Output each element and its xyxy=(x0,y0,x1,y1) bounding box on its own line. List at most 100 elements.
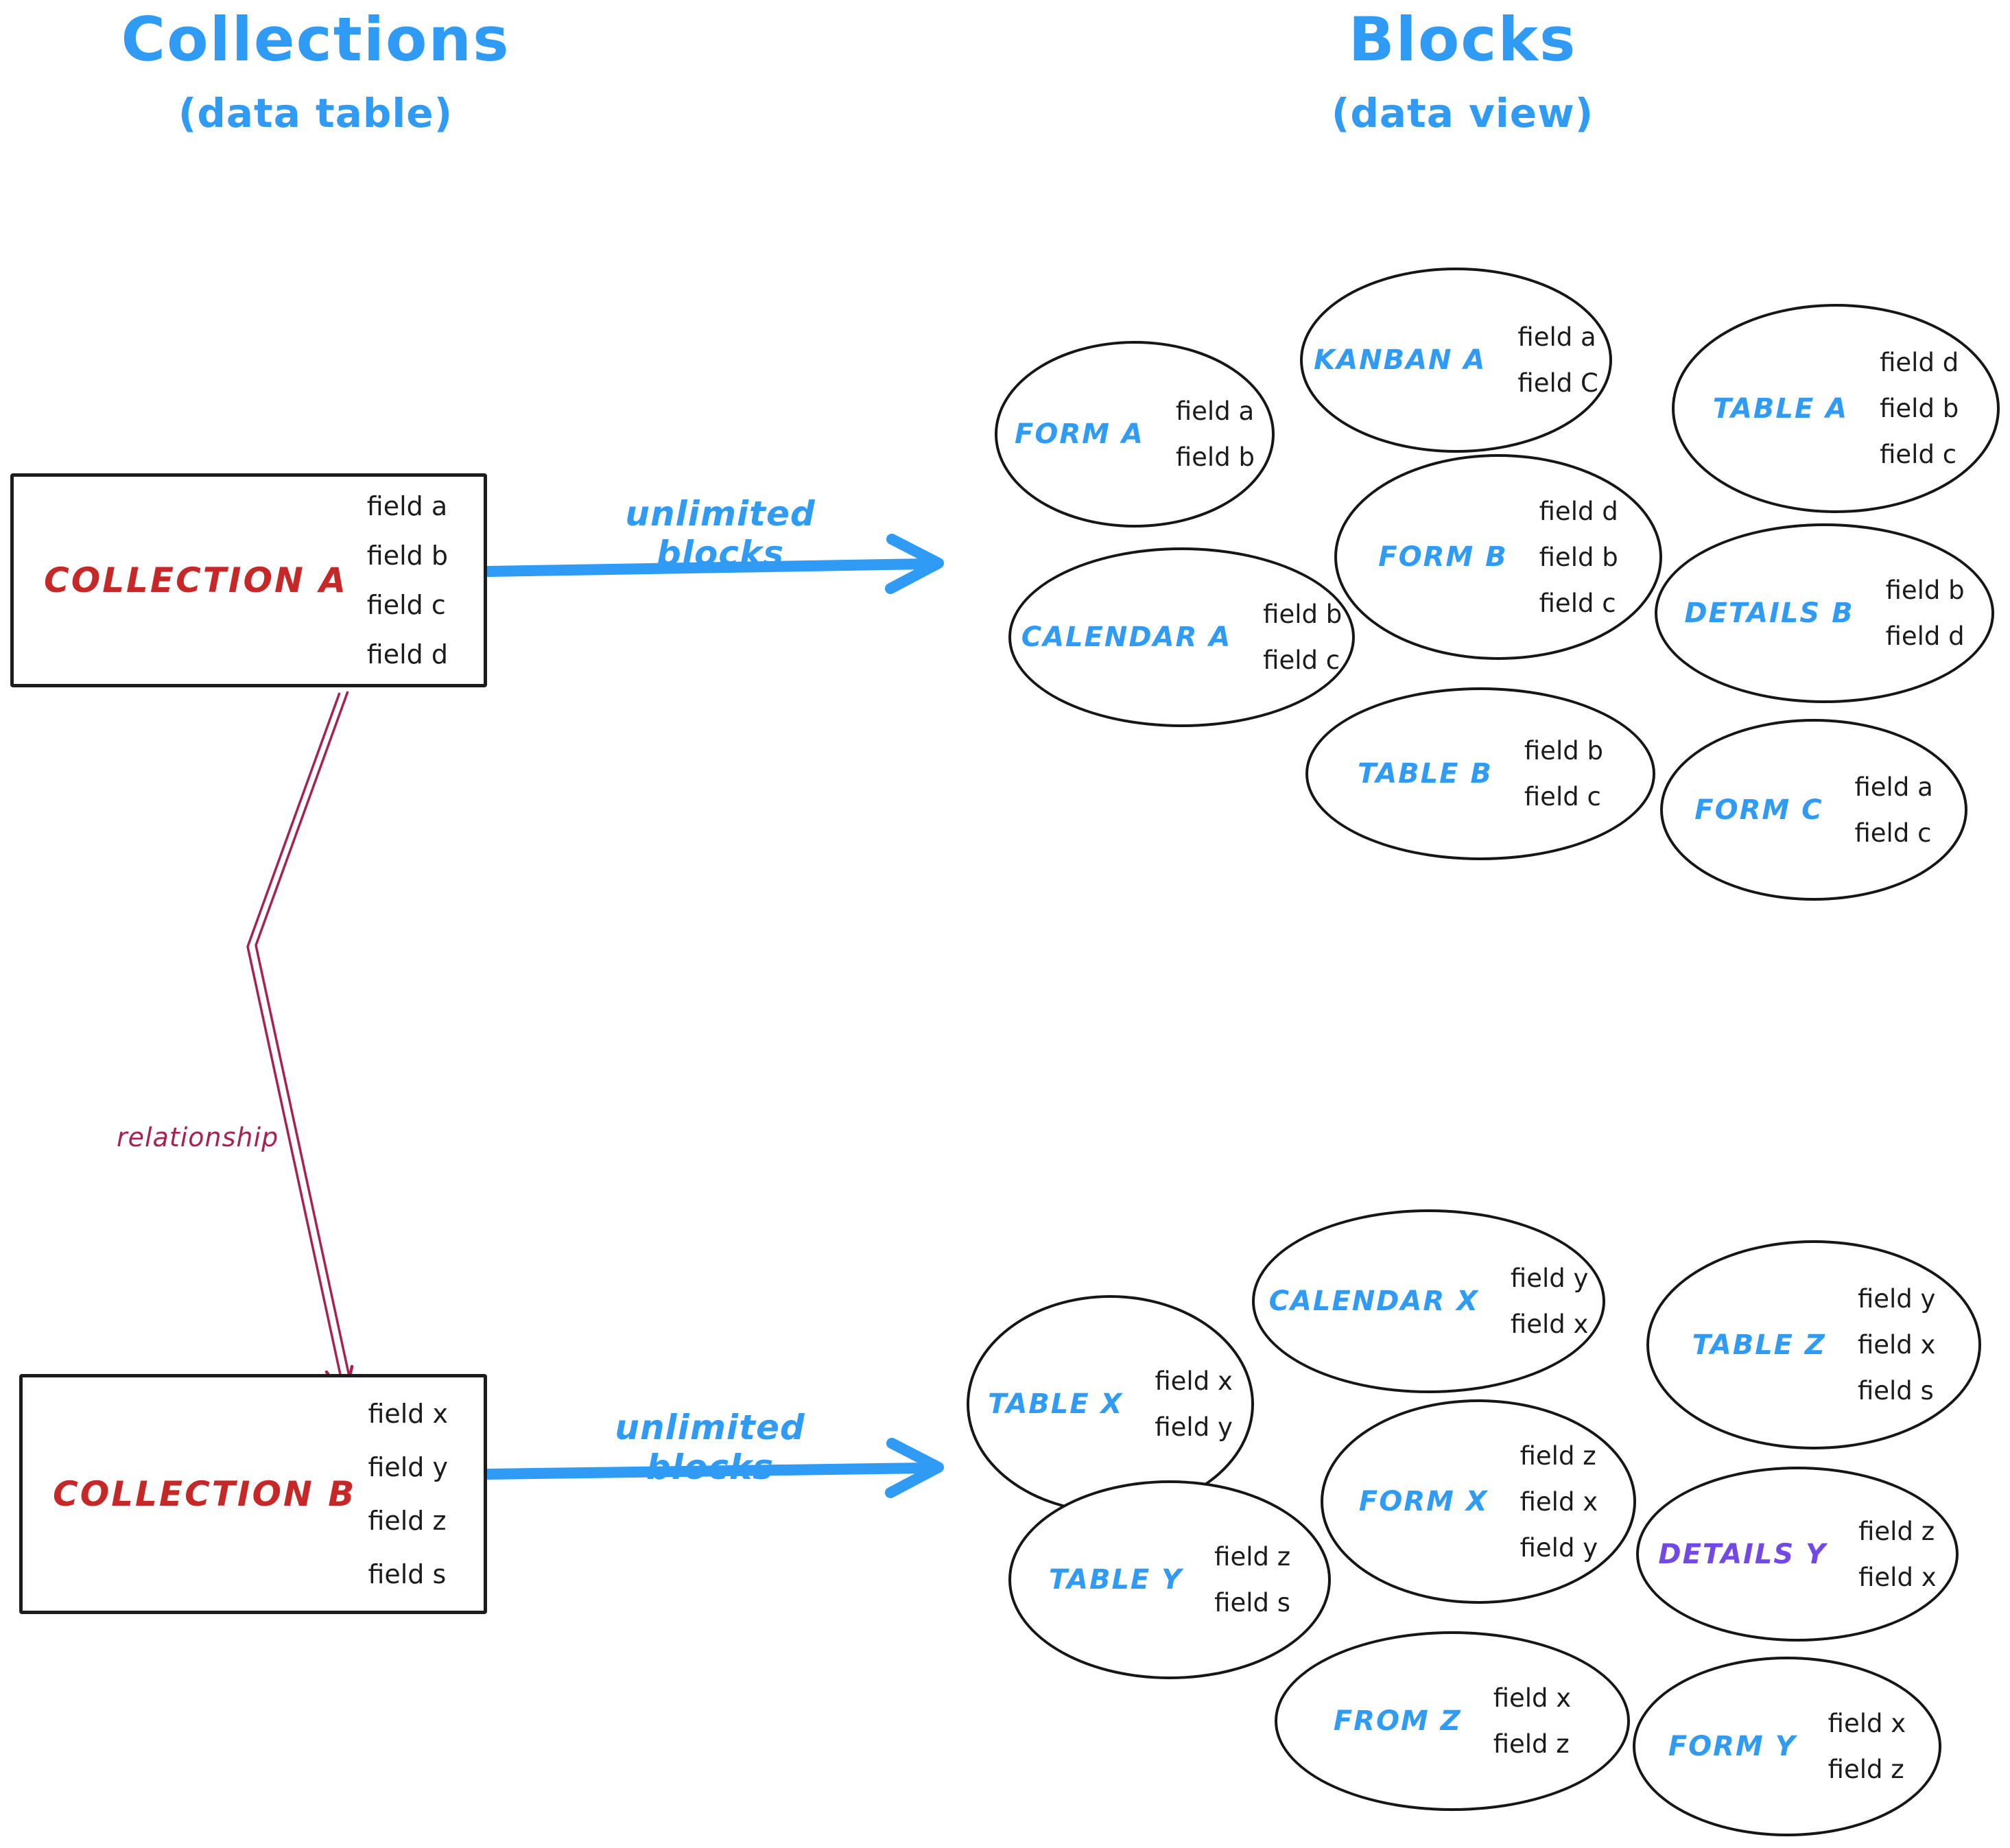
block-calendar-a: CALENDAR A field b field c xyxy=(1008,547,1355,727)
block-form-y: FORM Y field x field z xyxy=(1633,1657,1941,1836)
block-label: FORM Y xyxy=(1668,1731,1797,1762)
collection-b-box: COLLECTION B field x field y field z fie… xyxy=(19,1374,487,1614)
block-label: DETAILS Y xyxy=(1658,1538,1828,1570)
block-form-a: FORM A field a field b xyxy=(995,341,1275,528)
collection-b-name: COLLECTION B xyxy=(53,1474,357,1514)
relationship-label: relationship xyxy=(117,1122,279,1152)
block-field: field x xyxy=(1510,1310,1589,1339)
block-label: FORM B xyxy=(1378,541,1508,573)
block-field: field b xyxy=(1263,600,1343,629)
block-fields: field x field z xyxy=(1828,1711,1906,1782)
blocks-title: Blocks xyxy=(1348,4,1577,75)
block-field: field s xyxy=(1214,1588,1291,1618)
block-label: TABLE A xyxy=(1712,392,1849,425)
block-form-b: FORM B field d field b field c xyxy=(1334,454,1662,660)
block-calendar-x: CALENDAR X field y field x xyxy=(1252,1209,1605,1393)
block-label: KANBAN A xyxy=(1314,344,1487,376)
block-field: field c xyxy=(1854,818,1932,848)
block-fields: field z field x xyxy=(1858,1519,1937,1590)
block-from-z: FROM Z field x field z xyxy=(1275,1631,1630,1811)
block-table-b: TABLE B field b field c xyxy=(1305,687,1655,860)
block-fields: field y field x field s xyxy=(1858,1286,1936,1403)
block-fields: field x field y xyxy=(1155,1369,1233,1440)
blocks-subtitle: (data view) xyxy=(1331,90,1594,137)
block-label: TABLE Y xyxy=(1048,1564,1183,1596)
block-fields: field d field b field c xyxy=(1539,499,1618,616)
block-fields: field b field d xyxy=(1886,578,1965,649)
block-fields: field a field c xyxy=(1854,774,1932,846)
block-field: field b xyxy=(1539,542,1618,572)
block-fields: field y field x xyxy=(1511,1266,1589,1337)
left-column-title: Collections (data table) xyxy=(62,4,569,137)
block-details-y: DETAILS Y field z field x xyxy=(1636,1467,1959,1642)
block-field: field c xyxy=(1263,645,1340,675)
block-table-z: TABLE Z field y field x field s xyxy=(1646,1240,1981,1449)
collection-a-name: COLLECTION A xyxy=(44,560,348,600)
block-label: CALENDAR X xyxy=(1268,1286,1479,1317)
block-fields: field a field b xyxy=(1176,399,1255,470)
block-field: field x xyxy=(1493,1683,1572,1713)
collection-field: field y xyxy=(368,1452,448,1482)
block-label: CALENDAR A xyxy=(1021,621,1232,653)
block-label: FORM C xyxy=(1694,794,1823,826)
block-fields: field z field s xyxy=(1214,1544,1290,1615)
block-label: FORM A xyxy=(1015,418,1144,450)
arrow-relationship-line1 xyxy=(246,692,346,1397)
right-column-title: Blocks (data view) xyxy=(1209,4,1716,137)
arrow-relationship-line2 xyxy=(255,691,355,1396)
block-table-x: TABLE X field x field y xyxy=(967,1295,1254,1513)
block-field: field y xyxy=(1155,1412,1233,1442)
collection-field: field c xyxy=(366,590,446,620)
block-field: field x xyxy=(1857,1330,1936,1360)
block-field: field z xyxy=(1214,1542,1291,1572)
block-fields: field x field z xyxy=(1493,1685,1572,1757)
block-field: field a xyxy=(1517,322,1596,352)
block-form-x: FORM X field z field x field y xyxy=(1321,1399,1636,1604)
collections-subtitle: (data table) xyxy=(178,90,453,137)
block-fields: field b field c xyxy=(1263,602,1342,673)
block-field: field z xyxy=(1828,1755,1904,1784)
arrow-unlimited-bottom-head xyxy=(885,1438,944,1498)
block-kanban-a: KANBAN A field a field C xyxy=(1300,268,1612,453)
block-field: field C xyxy=(1517,368,1598,398)
collection-a-fields: field a field b field c field d xyxy=(367,493,448,667)
collection-b-fields: field x field y field z field s xyxy=(368,1401,448,1587)
block-field: field a xyxy=(1854,772,1933,802)
block-field: field c xyxy=(1539,588,1616,618)
block-field: field y xyxy=(1520,1532,1598,1563)
block-label: TABLE B xyxy=(1358,758,1493,790)
collection-field: field z xyxy=(368,1506,447,1536)
collection-field: field x xyxy=(368,1399,448,1429)
block-label: FORM X xyxy=(1358,1486,1489,1517)
block-label: TABLE Z xyxy=(1692,1329,1826,1361)
block-field: field x xyxy=(1155,1366,1233,1396)
block-field: field c xyxy=(1524,782,1601,812)
block-field: field z xyxy=(1493,1729,1570,1759)
block-field: field x xyxy=(1520,1486,1598,1517)
collection-field: field d xyxy=(366,639,448,670)
block-label: FROM Z xyxy=(1333,1705,1462,1737)
block-label: DETAILS B xyxy=(1684,597,1854,629)
block-table-y: TABLE Y field z field s xyxy=(1008,1480,1331,1679)
block-fields: field z field x field y xyxy=(1520,1443,1598,1561)
block-label: TABLE X xyxy=(988,1388,1124,1420)
block-field: field y xyxy=(1510,1264,1589,1293)
block-field: field d xyxy=(1885,621,1965,651)
collection-a-box: COLLECTION A field a field b field c fie… xyxy=(10,473,487,687)
collections-title: Collections xyxy=(121,4,510,75)
block-field: field x xyxy=(1858,1562,1937,1592)
block-field: field a xyxy=(1175,396,1255,426)
unlimited-blocks-label-top: unlimited blocks xyxy=(625,494,816,573)
collection-field: field b xyxy=(366,541,448,571)
block-field: field z xyxy=(1520,1441,1596,1471)
block-field: field s xyxy=(1857,1376,1934,1406)
collection-field: field s xyxy=(368,1559,447,1589)
block-fields: field d field b field c xyxy=(1880,350,1959,467)
unlimited-blocks-label-bottom: unlimited blocks xyxy=(615,1408,805,1487)
block-field: field c xyxy=(1880,440,1957,469)
block-fields: field a field C xyxy=(1517,324,1598,396)
block-field: field b xyxy=(1885,576,1965,605)
collection-field: field a xyxy=(366,491,448,521)
block-field: field d xyxy=(1880,348,1959,377)
